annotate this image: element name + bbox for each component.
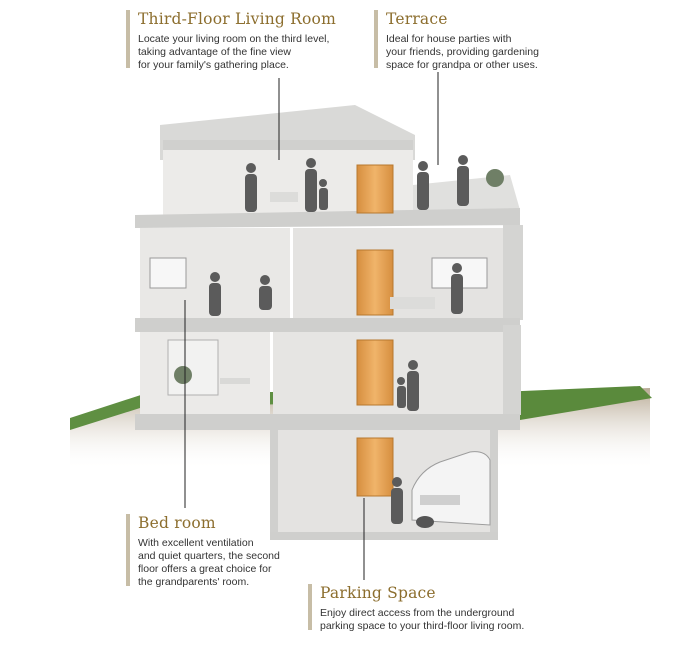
callout-title: Parking Space <box>320 584 436 602</box>
plant-1f <box>174 366 192 384</box>
third-floor-slab <box>135 208 520 228</box>
callout-parking-space: Parking Space Enjoy direct access from t… <box>308 584 525 632</box>
second-floor-side-wall <box>503 225 523 320</box>
first-floor-slab <box>135 414 520 430</box>
elevator-door-3f <box>356 164 394 214</box>
first-floor-side-wall <box>503 325 521 415</box>
callout-third-floor-living-room: Third-Floor Living Room Locate your livi… <box>126 10 336 71</box>
elevator-door-b1 <box>356 437 394 497</box>
callout-bed-room: Bed room With excellent ventilation and … <box>126 514 280 588</box>
leader-lines <box>184 72 439 580</box>
elevator-door-1f <box>356 339 394 406</box>
basement-floor <box>270 532 498 540</box>
callout-text: Ideal for house parties with your friend… <box>386 33 539 71</box>
callout-text: Enjoy direct access from the underground… <box>320 607 525 632</box>
elevator-door-2f <box>356 249 394 316</box>
window-left <box>149 257 187 289</box>
plant-terrace <box>486 169 504 187</box>
window-first-floor <box>167 339 219 396</box>
sofa-3f <box>270 192 298 202</box>
table-1f <box>220 378 250 384</box>
second-floor-slab <box>135 318 520 332</box>
basement-wall-right <box>490 430 498 540</box>
grass-right <box>500 386 652 420</box>
callout-text: Locate your living room on the third lev… <box>138 33 330 71</box>
people-silhouettes <box>209 155 469 524</box>
callout-terrace: Terrace Ideal for house parties with you… <box>374 10 539 71</box>
callout-title: Third-Floor Living Room <box>138 10 336 28</box>
building <box>135 105 523 540</box>
callout-text: With excellent ventilation and quiet qua… <box>138 537 280 588</box>
sofa-2f <box>390 297 435 309</box>
callout-title: Terrace <box>386 10 448 28</box>
basement-wall-left <box>270 430 278 540</box>
third-floor-ceiling <box>163 140 413 150</box>
callout-title: Bed room <box>138 514 216 532</box>
car <box>411 451 491 528</box>
